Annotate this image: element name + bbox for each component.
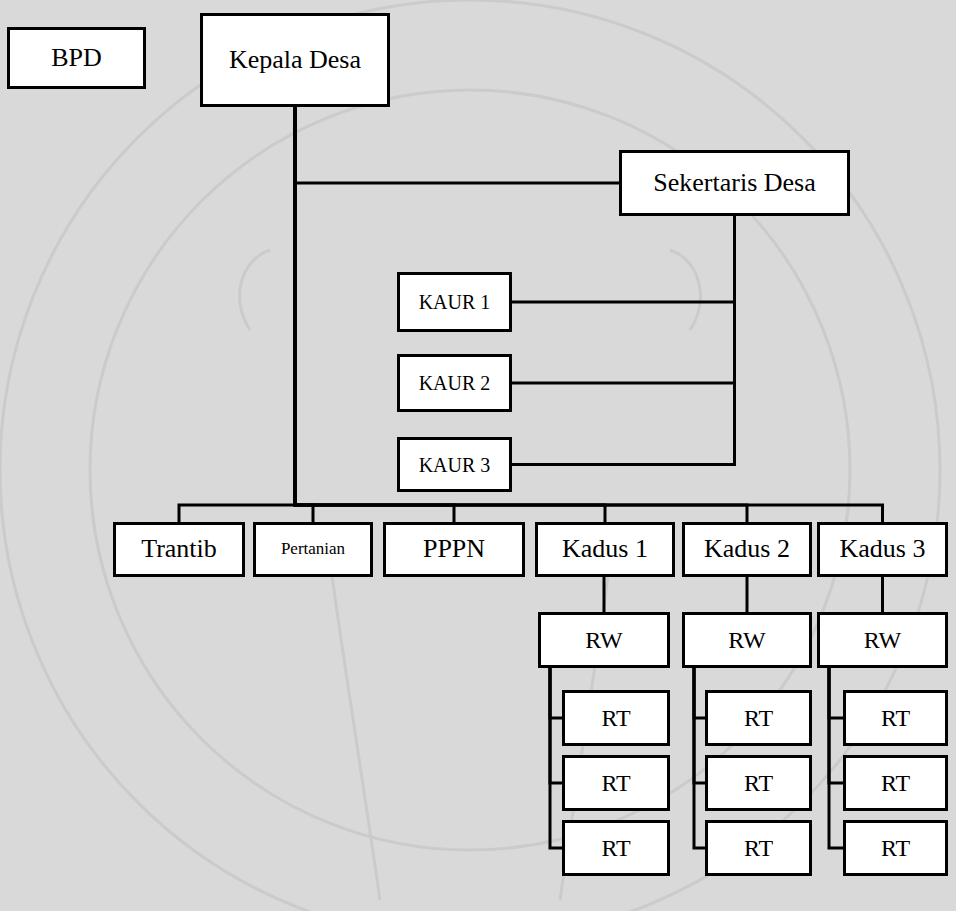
org-connector [829, 668, 843, 848]
org-connector [512, 216, 735, 465]
org-box: KAUR 2 [397, 354, 512, 412]
org-connector [694, 668, 705, 718]
org-box: Kadus 1 [535, 522, 675, 577]
box-label: RT [744, 835, 773, 861]
org-box: RT [843, 755, 948, 811]
box-label: KAUR 3 [419, 454, 491, 476]
box-label: RT [881, 770, 910, 796]
org-box: Kadus 2 [682, 522, 812, 577]
org-connector [829, 668, 843, 718]
org-connector [694, 668, 705, 848]
org-box: RW [538, 612, 670, 668]
org-box: RT [562, 690, 670, 746]
org-box: KAUR 1 [397, 272, 512, 332]
box-label: RW [728, 627, 765, 653]
box-label: RT [601, 835, 630, 861]
box-label: PPPN [423, 535, 485, 564]
org-box: RT [705, 755, 812, 811]
org-connector [550, 668, 562, 783]
org-box: RW [817, 612, 948, 668]
org-box: RT [705, 690, 812, 746]
box-label: RT [881, 835, 910, 861]
box-label: Kadus 1 [562, 535, 648, 564]
org-connector [512, 216, 735, 302]
org-box: PPPN [383, 522, 525, 577]
org-box: Sekertaris Desa [619, 150, 850, 216]
box-label: RT [744, 705, 773, 731]
org-box: RW [682, 612, 812, 668]
org-connector [694, 668, 705, 783]
org-box: KAUR 3 [397, 437, 512, 492]
box-label: Pertanian [281, 540, 345, 559]
box-label: BPD [51, 44, 102, 73]
org-connector [881, 577, 884, 612]
org-box: BPD [7, 27, 146, 89]
org-box: Kadus 3 [817, 522, 948, 577]
box-label: Sekertaris Desa [653, 169, 815, 198]
org-connector [512, 216, 735, 383]
box-label: RT [601, 705, 630, 731]
org-box: Trantib [113, 522, 245, 577]
org-connector [295, 107, 313, 522]
org-box: RT [562, 755, 670, 811]
box-label: RW [585, 627, 622, 653]
org-connector [295, 107, 605, 522]
org-connector [746, 577, 749, 612]
box-label: RT [881, 705, 910, 731]
org-box: RT [843, 820, 948, 876]
org-connector [295, 107, 619, 183]
box-label: RT [744, 770, 773, 796]
box-label: KAUR 2 [419, 372, 491, 394]
box-label: Kadus 2 [704, 535, 790, 564]
org-box: RT [843, 690, 948, 746]
org-connector [295, 107, 883, 522]
box-label: RW [864, 627, 901, 653]
org-connector [603, 577, 606, 612]
box-label: KAUR 1 [419, 291, 491, 313]
org-box: RT [562, 820, 670, 876]
org-connector [179, 107, 295, 522]
org-connector [829, 668, 843, 783]
box-label: Trantib [141, 535, 217, 564]
org-box: Pertanian [253, 522, 373, 577]
org-box: RT [705, 820, 812, 876]
org-box: Kepala Desa [200, 13, 390, 107]
box-label: Kadus 3 [840, 535, 926, 564]
box-label: Kepala Desa [229, 46, 361, 75]
org-connector [550, 668, 562, 848]
org-connector [550, 668, 562, 718]
box-label: RT [601, 770, 630, 796]
